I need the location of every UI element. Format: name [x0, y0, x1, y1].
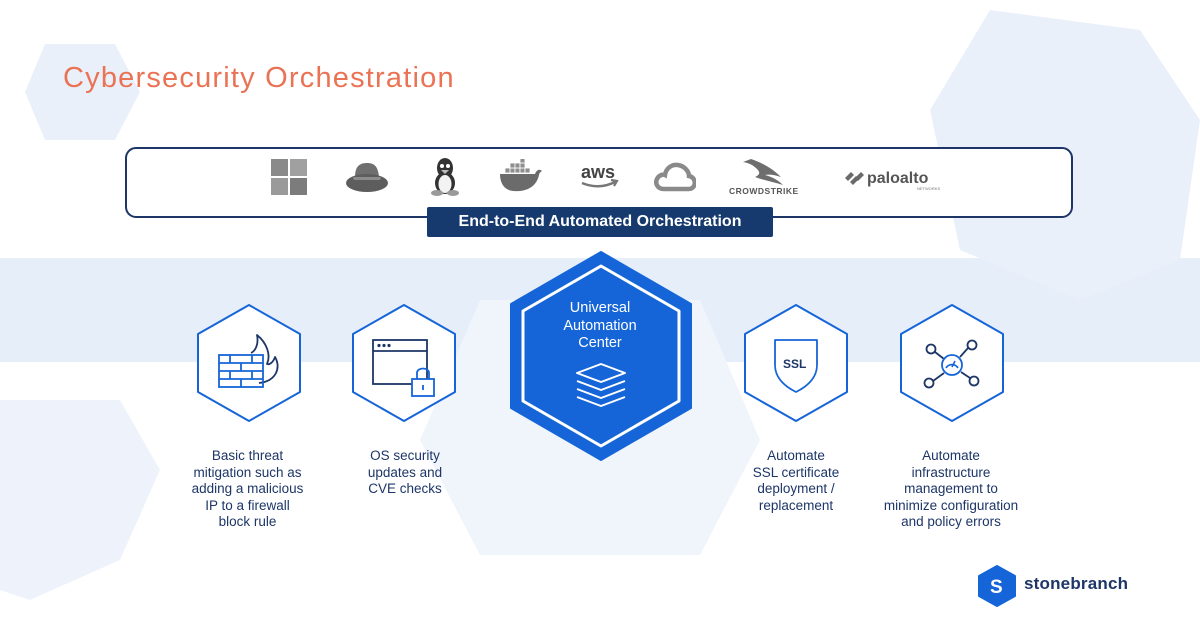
caption-line: SSL certificate	[752, 464, 840, 480]
caption-line: adding a malicious	[191, 481, 304, 496]
firewall-hexagon	[195, 303, 303, 428]
crowdstrike-logo: CROWDSTRIKE	[729, 159, 799, 196]
infrastructure-hexagon	[898, 303, 1006, 428]
caption-line: CVE checks	[368, 481, 442, 496]
os-security-icon	[372, 339, 435, 397]
ssl-shield-icon: SSL	[774, 339, 818, 393]
svg-text:CROWDSTRIKE: CROWDSTRIKE	[729, 186, 799, 196]
caption-line: replacement	[758, 497, 834, 513]
caption-line: Automate	[767, 448, 825, 463]
linux-logo	[431, 158, 459, 196]
caption-line: minimize configuration	[883, 497, 1019, 513]
layers-icon	[576, 363, 626, 407]
page-title: Cybersecurity Orchestration	[63, 62, 455, 94]
brand-name: stonebranch	[1024, 574, 1129, 593]
google-cloud-logo	[654, 162, 696, 192]
caption-line: IP to a firewall	[205, 497, 290, 513]
ssl-caption: Automate SSL certificate deployment / re…	[727, 448, 865, 514]
infrastructure-network-icon	[923, 339, 980, 389]
firewall-caption: Basic threat mitigation such as adding a…	[160, 448, 335, 531]
infrastructure-caption: Automate infrastructure management to mi…	[870, 448, 1032, 531]
caption-line: Automate	[922, 448, 980, 463]
uac-label-line: Center	[578, 335, 622, 351]
caption-line: updates and	[367, 464, 443, 480]
ssl-hexagon: SSL	[742, 303, 850, 428]
docker-logo	[500, 159, 542, 192]
uac-label-line: Automation	[563, 317, 637, 334]
aws-logo: aws	[581, 162, 619, 188]
caption-line: block rule	[218, 514, 277, 529]
stonebranch-logo: S	[978, 565, 1016, 607]
svg-text:paloalto: paloalto	[867, 170, 929, 187]
os-security-hexagon	[350, 303, 458, 428]
firewall-icon	[218, 334, 279, 388]
caption-line: Basic threat	[211, 448, 284, 463]
svg-text:S: S	[990, 577, 1003, 598]
svg-text:aws: aws	[581, 162, 615, 182]
orchestration-label: End-to-End Automated Orchestration	[427, 207, 773, 237]
caption-line: mitigation such as	[193, 464, 302, 480]
windows-logo	[271, 159, 307, 195]
os-security-caption: OS security updates and CVE checks	[340, 448, 470, 498]
caption-line: management to	[904, 481, 998, 496]
uac-hexagon	[509, 250, 693, 467]
svg-text:NETWORKS: NETWORKS	[917, 186, 940, 191]
caption-line: OS security	[370, 448, 440, 463]
caption-line: infrastructure	[911, 464, 991, 480]
uac-label-line: Universal	[569, 300, 631, 316]
caption-line: deployment /	[757, 481, 835, 496]
paloalto-logo: paloalto NETWORKS	[845, 170, 940, 191]
uac-label: Universal Automation Center	[548, 300, 652, 353]
redhat-logo	[346, 163, 388, 192]
caption-line: and policy errors	[901, 514, 1001, 529]
svg-text:SSL: SSL	[783, 357, 806, 371]
